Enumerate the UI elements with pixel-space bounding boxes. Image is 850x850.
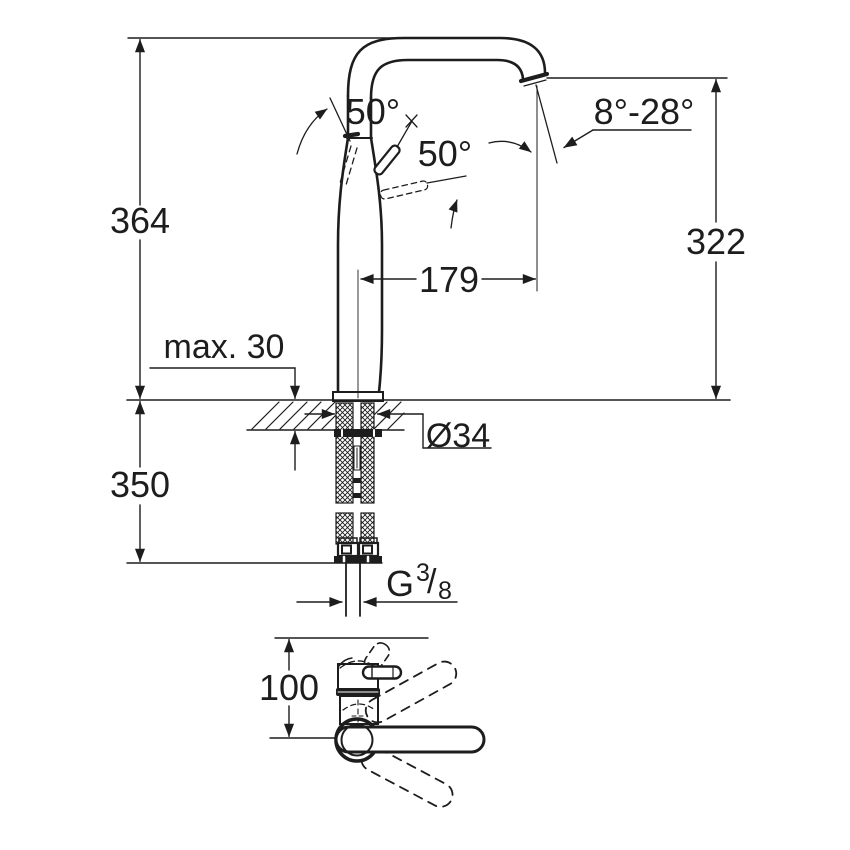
angle-label-lever-side: 50° (418, 133, 472, 174)
angle-label-spout-swivel: 8°-28° (594, 91, 695, 132)
body-right-edge (369, 136, 384, 394)
dim-label-handle-swing: 100 (259, 667, 319, 708)
hose-right-upper (360, 402, 375, 504)
handle-dashed-upper-right (364, 660, 458, 724)
thread-slash: / (427, 563, 437, 601)
dim-label-deck-max: max. 30 (164, 328, 285, 366)
angle-label-lever-open: 50° (346, 91, 400, 132)
lever-side-dashed (379, 180, 429, 200)
thread-tail (345, 562, 361, 617)
dim-label-total-height: 364 (110, 200, 170, 241)
faucet-top-view (334, 642, 486, 808)
dim-label-outlet-height: 322 (686, 221, 746, 262)
spout-swivel-line (535, 84, 558, 164)
dimension-lines (126, 37, 731, 739)
thread-prefix: G (386, 563, 414, 604)
installation-section (251, 401, 405, 617)
deck-hatch-right (373, 401, 405, 430)
mounting-nut (334, 429, 382, 437)
lever-pin (361, 665, 403, 680)
body-left-edge (336, 136, 350, 394)
hose-left-upper (335, 402, 354, 504)
pivot-x-mark (405, 114, 418, 128)
arrow-lever-side (448, 199, 458, 229)
base-circle-inner (340, 723, 374, 757)
handle-solid (334, 725, 486, 754)
faucet-side-elevation (332, 36, 550, 402)
arrow-spout-swivel (488, 140, 532, 153)
dimension-labels: 364 350 322 179 max. 30 Ø34 100 50° 50° … (110, 91, 746, 708)
hose-nut-base (334, 556, 382, 563)
dim-label-below-deck: 350 (110, 464, 170, 505)
dim-label-hole-diameter: Ø34 (426, 417, 490, 455)
lever-tilted-solid (373, 144, 401, 176)
lever-angle-annotations (296, 84, 558, 229)
arrow-lever-open (296, 108, 328, 155)
dim-label-spout-reach: 179 (419, 259, 479, 300)
spout-inner-line (369, 58, 525, 100)
spout-outer-line (346, 36, 547, 98)
thread-numerator: 3 (416, 559, 430, 587)
spout-outlet-face (518, 71, 550, 84)
thread-size-label: G 3 / 8 (386, 559, 452, 605)
hose-right-lower (360, 512, 375, 545)
thread-denominator: 8 (438, 577, 452, 605)
deck-hatch-left (251, 401, 337, 430)
